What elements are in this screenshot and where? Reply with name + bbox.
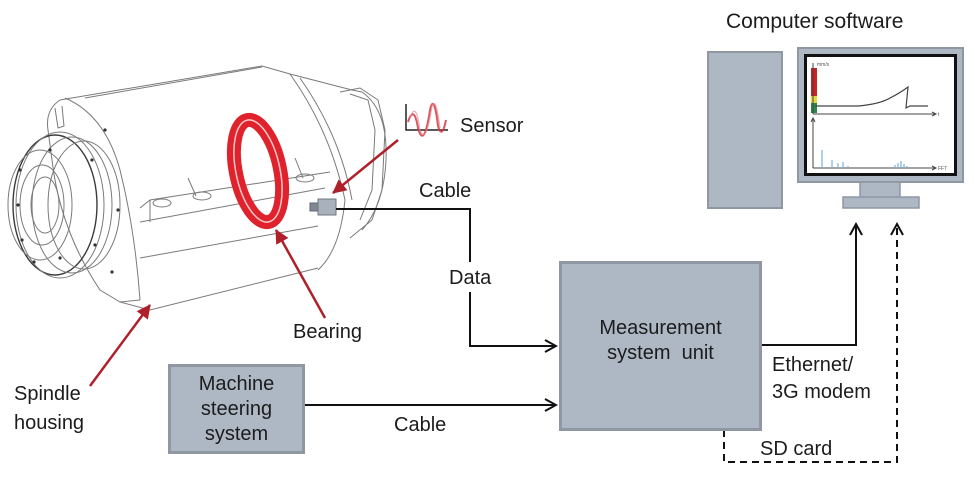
computer-tower: [707, 51, 783, 209]
fft-x-axis-label: FFT: [938, 166, 947, 172]
data-label: Data: [447, 266, 494, 291]
spindle-housing-label-line-2: housing: [14, 412, 85, 434]
bearing-ring: [226, 112, 290, 230]
bearing-label: Bearing: [293, 321, 362, 343]
sensor-device: [309, 198, 337, 216]
measurement-system-unit-box: Measurement system unit: [559, 261, 762, 431]
machine-box-line-2: steering: [200, 397, 273, 420]
gauge-green-zone: [811, 103, 817, 113]
fft-spectrum-chart: FFT: [810, 116, 947, 172]
sensor-data-cable-line: [336, 208, 471, 262]
sensor-label: Sensor: [460, 115, 524, 137]
computer-software-label: Computer software: [726, 10, 904, 33]
spindle-housing-label-line-1: Spindle: [14, 383, 81, 405]
sd-card-link-dashed-line: [723, 224, 897, 463]
sensor-pointer-arrow: [332, 139, 399, 194]
trend-line: [815, 85, 928, 110]
cable-label-bottom: Cable: [394, 414, 447, 436]
sensor-waveform-icon: [405, 102, 448, 137]
spindle-housing-pointer-arrow: [88, 304, 152, 387]
fft-bars: [821, 150, 908, 168]
ethernet-label-line-2: 3G modem: [772, 381, 871, 403]
measurement-box-line-1: Measurement: [599, 317, 722, 339]
machine-box-line-3: system: [204, 422, 269, 445]
gauge-red-zone: [811, 68, 817, 96]
data-to-measurement-line: [469, 292, 556, 346]
measurement-box-line-2: system unit: [607, 342, 714, 364]
ethernet-link-line: [762, 224, 856, 346]
gauge-yellow-zone: [811, 96, 817, 103]
sd-card-label: SD card: [760, 438, 833, 460]
bearing-pointer-arrow: [274, 229, 327, 319]
machine-box-line-1: Machine: [198, 372, 275, 395]
ethernet-label-line-1: Ethernet/: [772, 354, 854, 376]
trend-x-axis-label: t: [938, 112, 940, 118]
vibration-trend-chart: mm/s t: [811, 62, 940, 118]
spindle-housing-illustration: [7, 65, 387, 311]
trend-y-axis-label: mm/s: [817, 62, 830, 68]
machine-steering-system-box: Machine steering system: [168, 364, 305, 454]
computer-monitor: [797, 47, 964, 209]
cable-label-top: Cable: [419, 180, 472, 202]
